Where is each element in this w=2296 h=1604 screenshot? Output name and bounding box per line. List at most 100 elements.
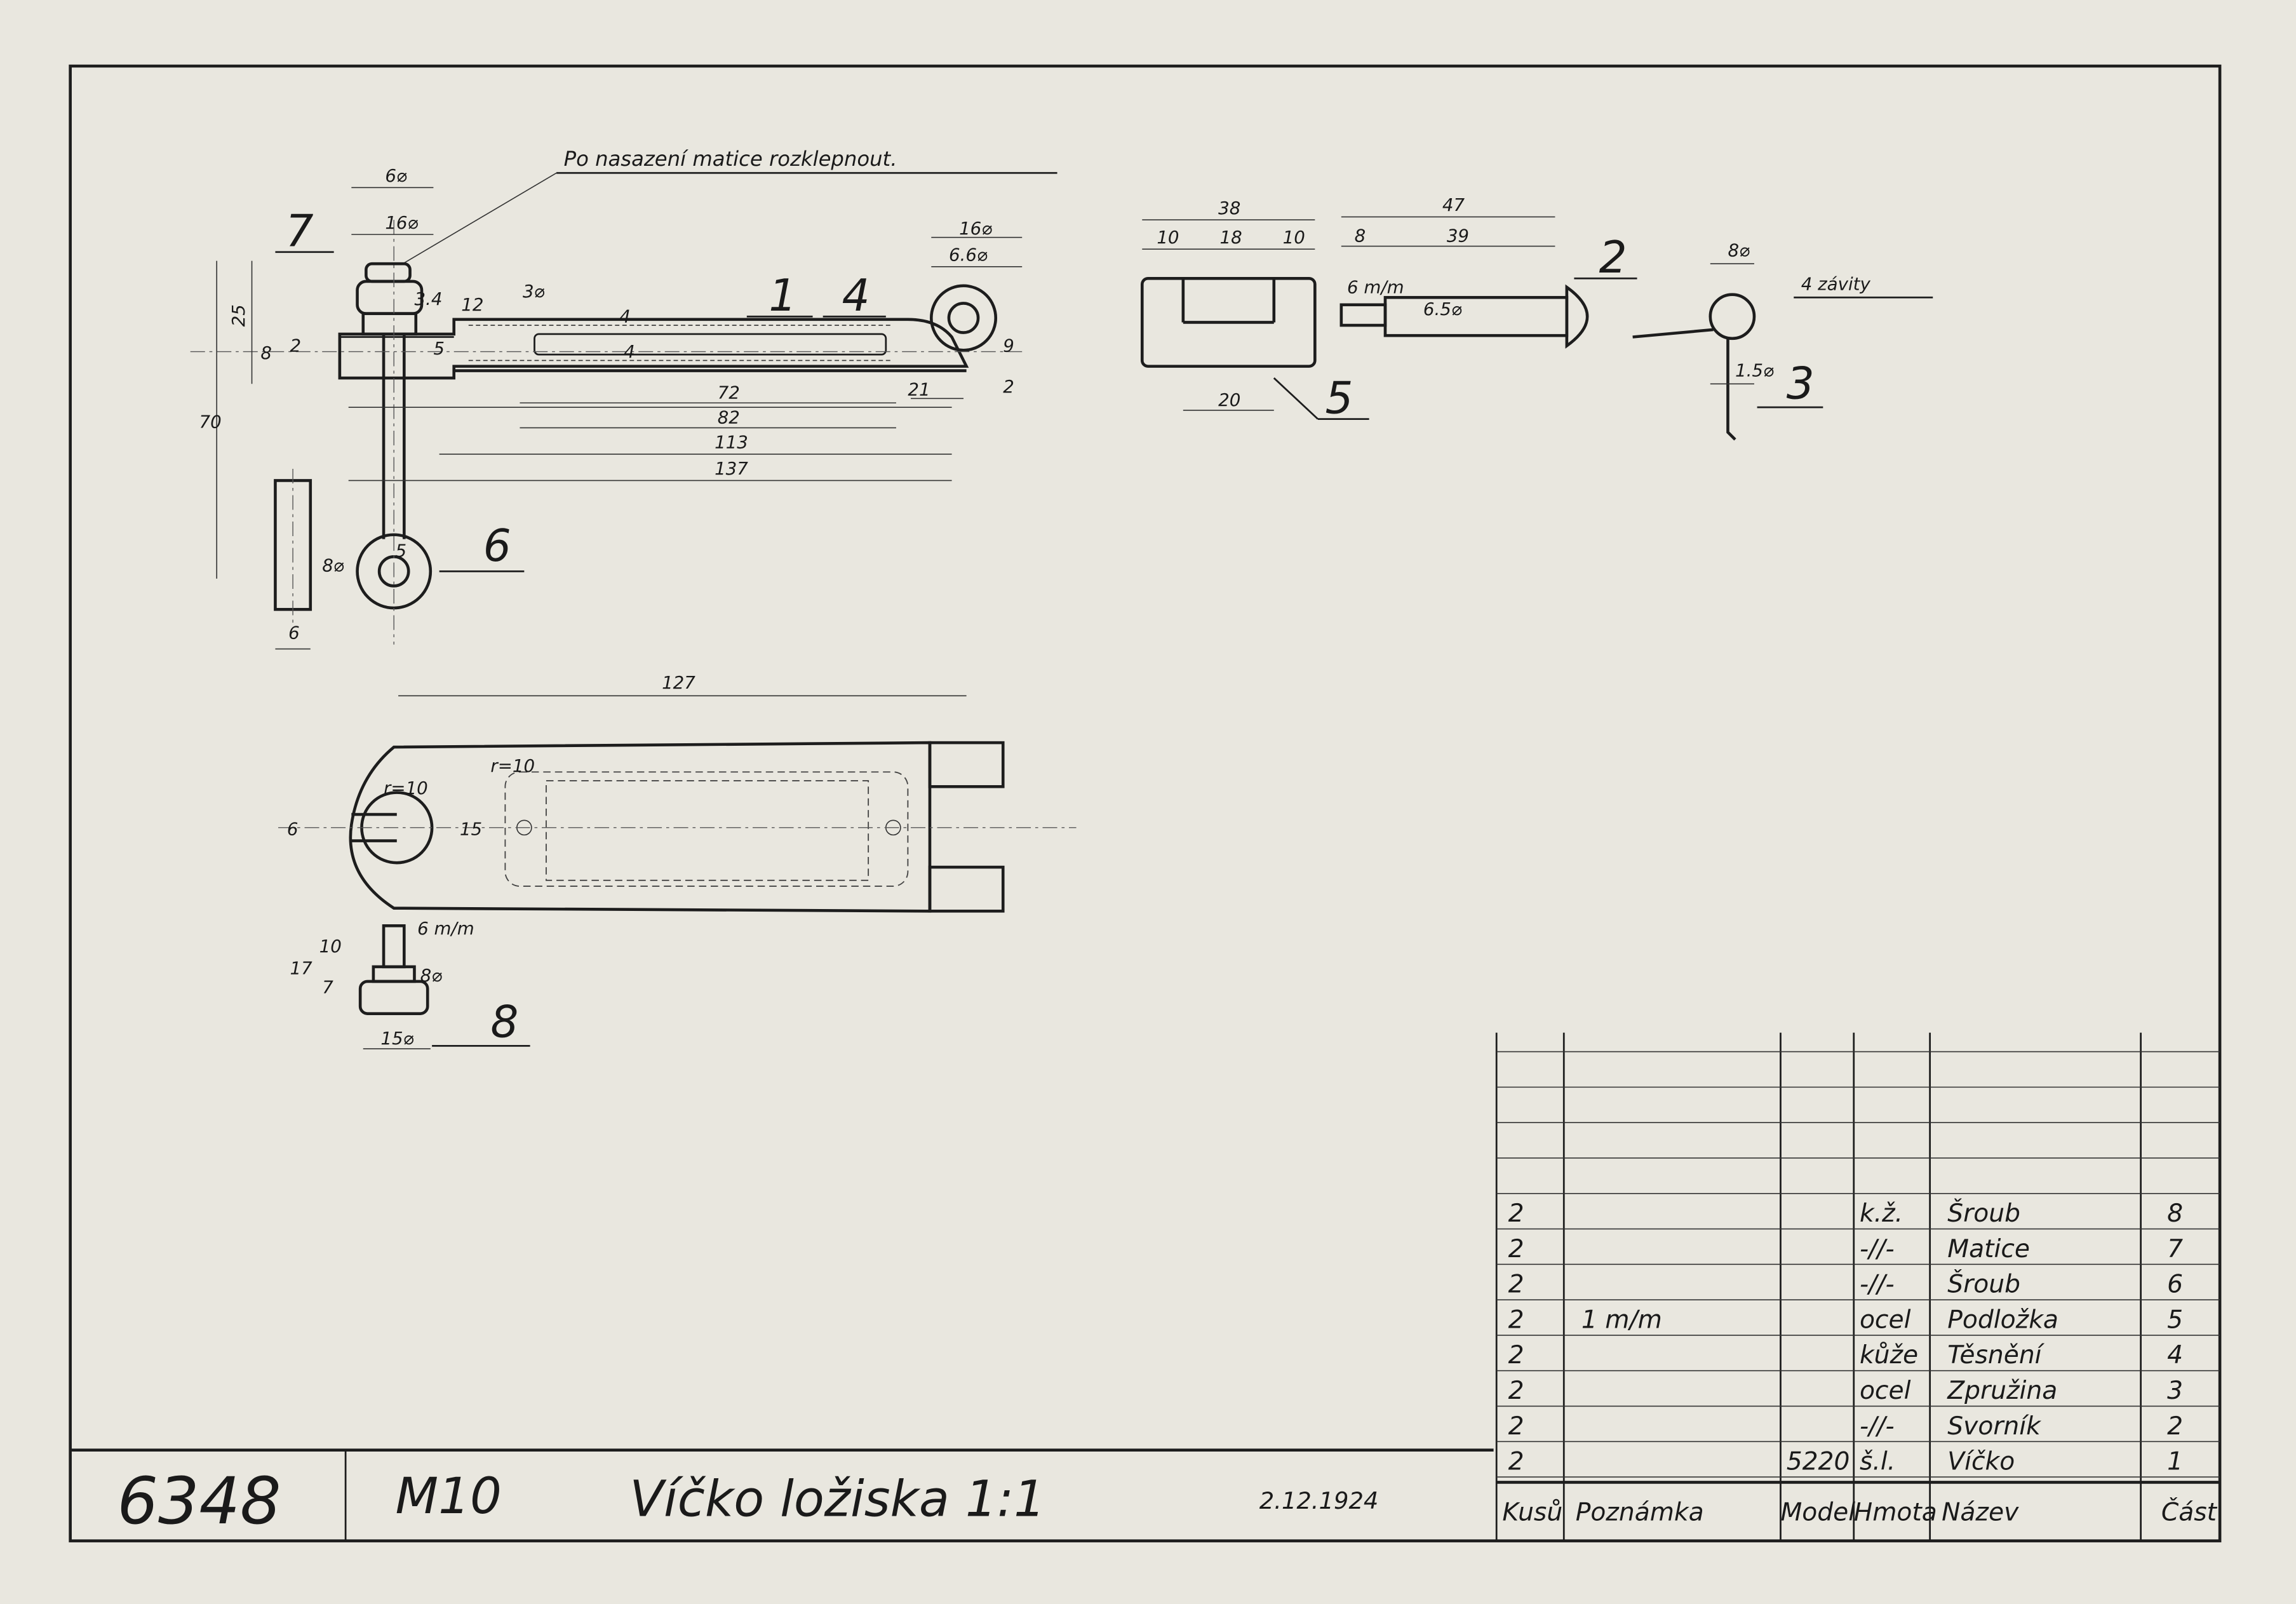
table-cell: š.l.	[1860, 1448, 1895, 1476]
spring-dim-8dia: 8⌀	[1728, 240, 1750, 261]
drawing-number: 6348	[117, 1464, 281, 1539]
table-cell: kůže	[1860, 1341, 1918, 1370]
dim-12: 12	[461, 294, 483, 315]
washer-dim-10b: 10	[1283, 227, 1305, 248]
dim-16dia-eye: 16⌀	[959, 218, 992, 239]
table-header: Poznámka	[1576, 1498, 1704, 1526]
table-cell: 2	[1508, 1377, 1524, 1405]
part-2-bolt	[1339, 216, 1589, 349]
table-cell: 2	[1508, 1305, 1524, 1334]
washer-dim-38: 38	[1218, 198, 1240, 219]
table-cell: Podložka	[1947, 1305, 2058, 1334]
part-8-screw	[358, 924, 431, 1049]
table-cell: 1 m/m	[1581, 1305, 1662, 1334]
table-cell: 7	[2167, 1235, 2183, 1264]
s8-dim-6mm: 6 m/m	[417, 918, 474, 939]
table-cell: 2	[1508, 1199, 1524, 1228]
table-header: Hmota	[1854, 1498, 1937, 1526]
spring-threads: 4 závity	[1801, 274, 1871, 295]
table-cell: 2	[1508, 1341, 1524, 1370]
table-cell: Šroub	[1947, 1198, 2020, 1228]
table-cell: 2	[2167, 1412, 2183, 1441]
dim-113: 113	[715, 432, 748, 453]
dim-9: 9	[1003, 335, 1014, 356]
dim-r10-slot: r=10	[384, 778, 428, 799]
dim-25: 25	[228, 304, 249, 327]
table-cell: -//-	[1860, 1270, 1895, 1299]
part-label-8: 8	[490, 997, 518, 1048]
washer-dim-20: 20	[1218, 389, 1240, 410]
part-1-lid-plan-view	[278, 695, 1077, 913]
dim-5-eye: 5	[395, 540, 406, 561]
bolt-dim-6-5dia: 6.5⌀	[1423, 299, 1462, 320]
dim-5: 5	[433, 338, 445, 359]
drawing-date: 2.12.1924	[1259, 1487, 1379, 1514]
table-cell: Svorník	[1947, 1412, 2041, 1441]
part-5-washer	[1140, 219, 1317, 411]
title-block	[70, 1448, 1494, 1541]
bolt-dim-8: 8	[1355, 226, 1366, 246]
table-cell: ocel	[1860, 1305, 1911, 1334]
table-cell: Šroub	[1947, 1269, 2020, 1299]
table-cell: Těsnění	[1947, 1341, 2044, 1370]
table-header: Část	[2161, 1497, 2218, 1526]
dim-6-width: 6	[288, 622, 300, 643]
table-cell: 2	[1508, 1448, 1524, 1476]
part-label-6: 6	[483, 521, 511, 572]
dim-82: 82	[718, 407, 740, 428]
s8-dim-17: 17	[290, 957, 312, 978]
dim-6dia: 6⌀	[385, 165, 407, 186]
dim-3dia: 3⌀	[523, 281, 545, 302]
dim-21: 21	[908, 379, 930, 400]
table-cell: 8	[2167, 1199, 2183, 1228]
table-cell: 2	[1508, 1270, 1524, 1299]
part-label-2: 2	[1599, 233, 1627, 283]
table-cell: 5	[2167, 1305, 2183, 1334]
dim-4b: 4	[624, 341, 635, 362]
washer-dim-18: 18	[1219, 227, 1242, 248]
table-header: Název	[1942, 1498, 2019, 1526]
part-6-eye-bolt	[274, 334, 433, 623]
dim-2: 2	[290, 335, 301, 356]
dim-6-slot: 6	[287, 818, 299, 839]
dim-137: 137	[715, 458, 748, 479]
table-header: Kusů	[1502, 1498, 1562, 1526]
table-cell: 3	[2167, 1377, 2183, 1405]
table-cell: Víčko	[1947, 1448, 2015, 1476]
dim-127: 127	[662, 672, 695, 693]
s8-dim-7: 7	[322, 976, 333, 997]
dim-r10-corner: r=10	[490, 755, 535, 776]
drawing-title: Víčko ložiska 1:1	[629, 1470, 1045, 1528]
part-1-lid-side-view	[190, 220, 1025, 645]
table-cell: ocel	[1860, 1377, 1911, 1405]
table-cell: Zpružina	[1947, 1377, 2057, 1405]
table-cell: 6	[2167, 1270, 2183, 1299]
table-cell: 2	[1508, 1412, 1524, 1441]
part-label-5: 5	[1325, 373, 1353, 424]
washer-dim-10a: 10	[1157, 227, 1179, 248]
dim-6-6dia: 6.6⌀	[949, 245, 988, 266]
dimension-lines	[216, 187, 1023, 650]
s8-dim-8dia: 8⌀	[420, 965, 443, 986]
bolt-dim-6mm: 6 m/m	[1347, 276, 1404, 297]
table-cell: 4	[2167, 1341, 2183, 1370]
dim-4a: 4	[619, 306, 631, 327]
dim-15: 15	[460, 818, 482, 839]
table-cell: k.ž.	[1860, 1199, 1903, 1228]
s8-dim-15dia: 15⌀	[380, 1028, 413, 1049]
drawing-code: M10	[395, 1467, 501, 1525]
dim-2-right: 2	[1003, 376, 1014, 397]
part-label-3: 3	[1787, 358, 1815, 409]
table-cell: 5220	[1787, 1448, 1850, 1476]
table-cell: -//-	[1860, 1235, 1895, 1264]
dim-70: 70	[199, 411, 222, 432]
table-header: Model	[1780, 1498, 1855, 1526]
table-cell: 2	[1508, 1235, 1524, 1264]
dim-8: 8	[260, 342, 272, 363]
bolt-dim-39: 39	[1447, 226, 1469, 246]
s8-dim-10: 10	[319, 936, 342, 957]
table-cell: 1	[2167, 1448, 2183, 1476]
spring-dim-1-5dia: 1.5⌀	[1735, 360, 1774, 381]
